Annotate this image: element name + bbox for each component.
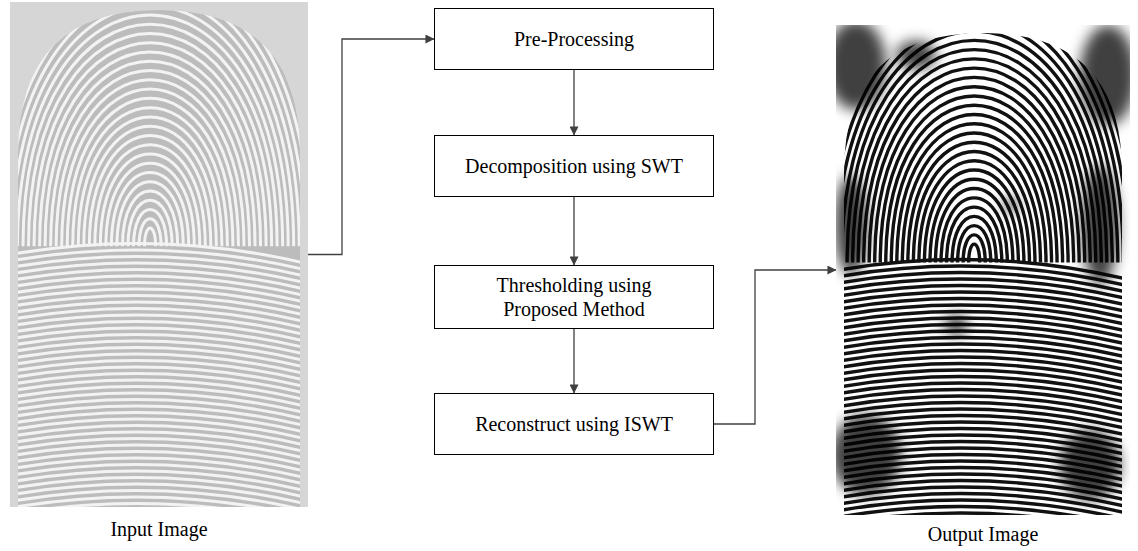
fingerprint-image [836, 25, 1130, 515]
flow-arrow [573, 329, 574, 393]
image-caption: Output Image [816, 522, 1138, 546]
step-label: Thresholding using Proposed Method [474, 273, 674, 321]
process-box: Thresholding using Proposed Method [434, 265, 714, 329]
flow-arrow [573, 70, 574, 135]
image-panel: Output Image [836, 25, 1130, 515]
step-label: Reconstruct using ISWT [475, 412, 673, 436]
image-panel: Input Image [10, 2, 308, 507]
fingerprint-image [10, 2, 308, 507]
process-box: Reconstruct using ISWT [434, 393, 714, 455]
image-caption: Input Image [0, 517, 328, 541]
step-label: Pre-Processing [514, 27, 634, 51]
step-label: Decomposition using SWT [465, 154, 683, 178]
process-box: Pre-Processing [434, 8, 714, 70]
process-box: Decomposition using SWT [434, 135, 714, 197]
flow-arrow [308, 39, 434, 255]
flow-arrow [573, 197, 574, 265]
flow-arrow [714, 270, 836, 424]
